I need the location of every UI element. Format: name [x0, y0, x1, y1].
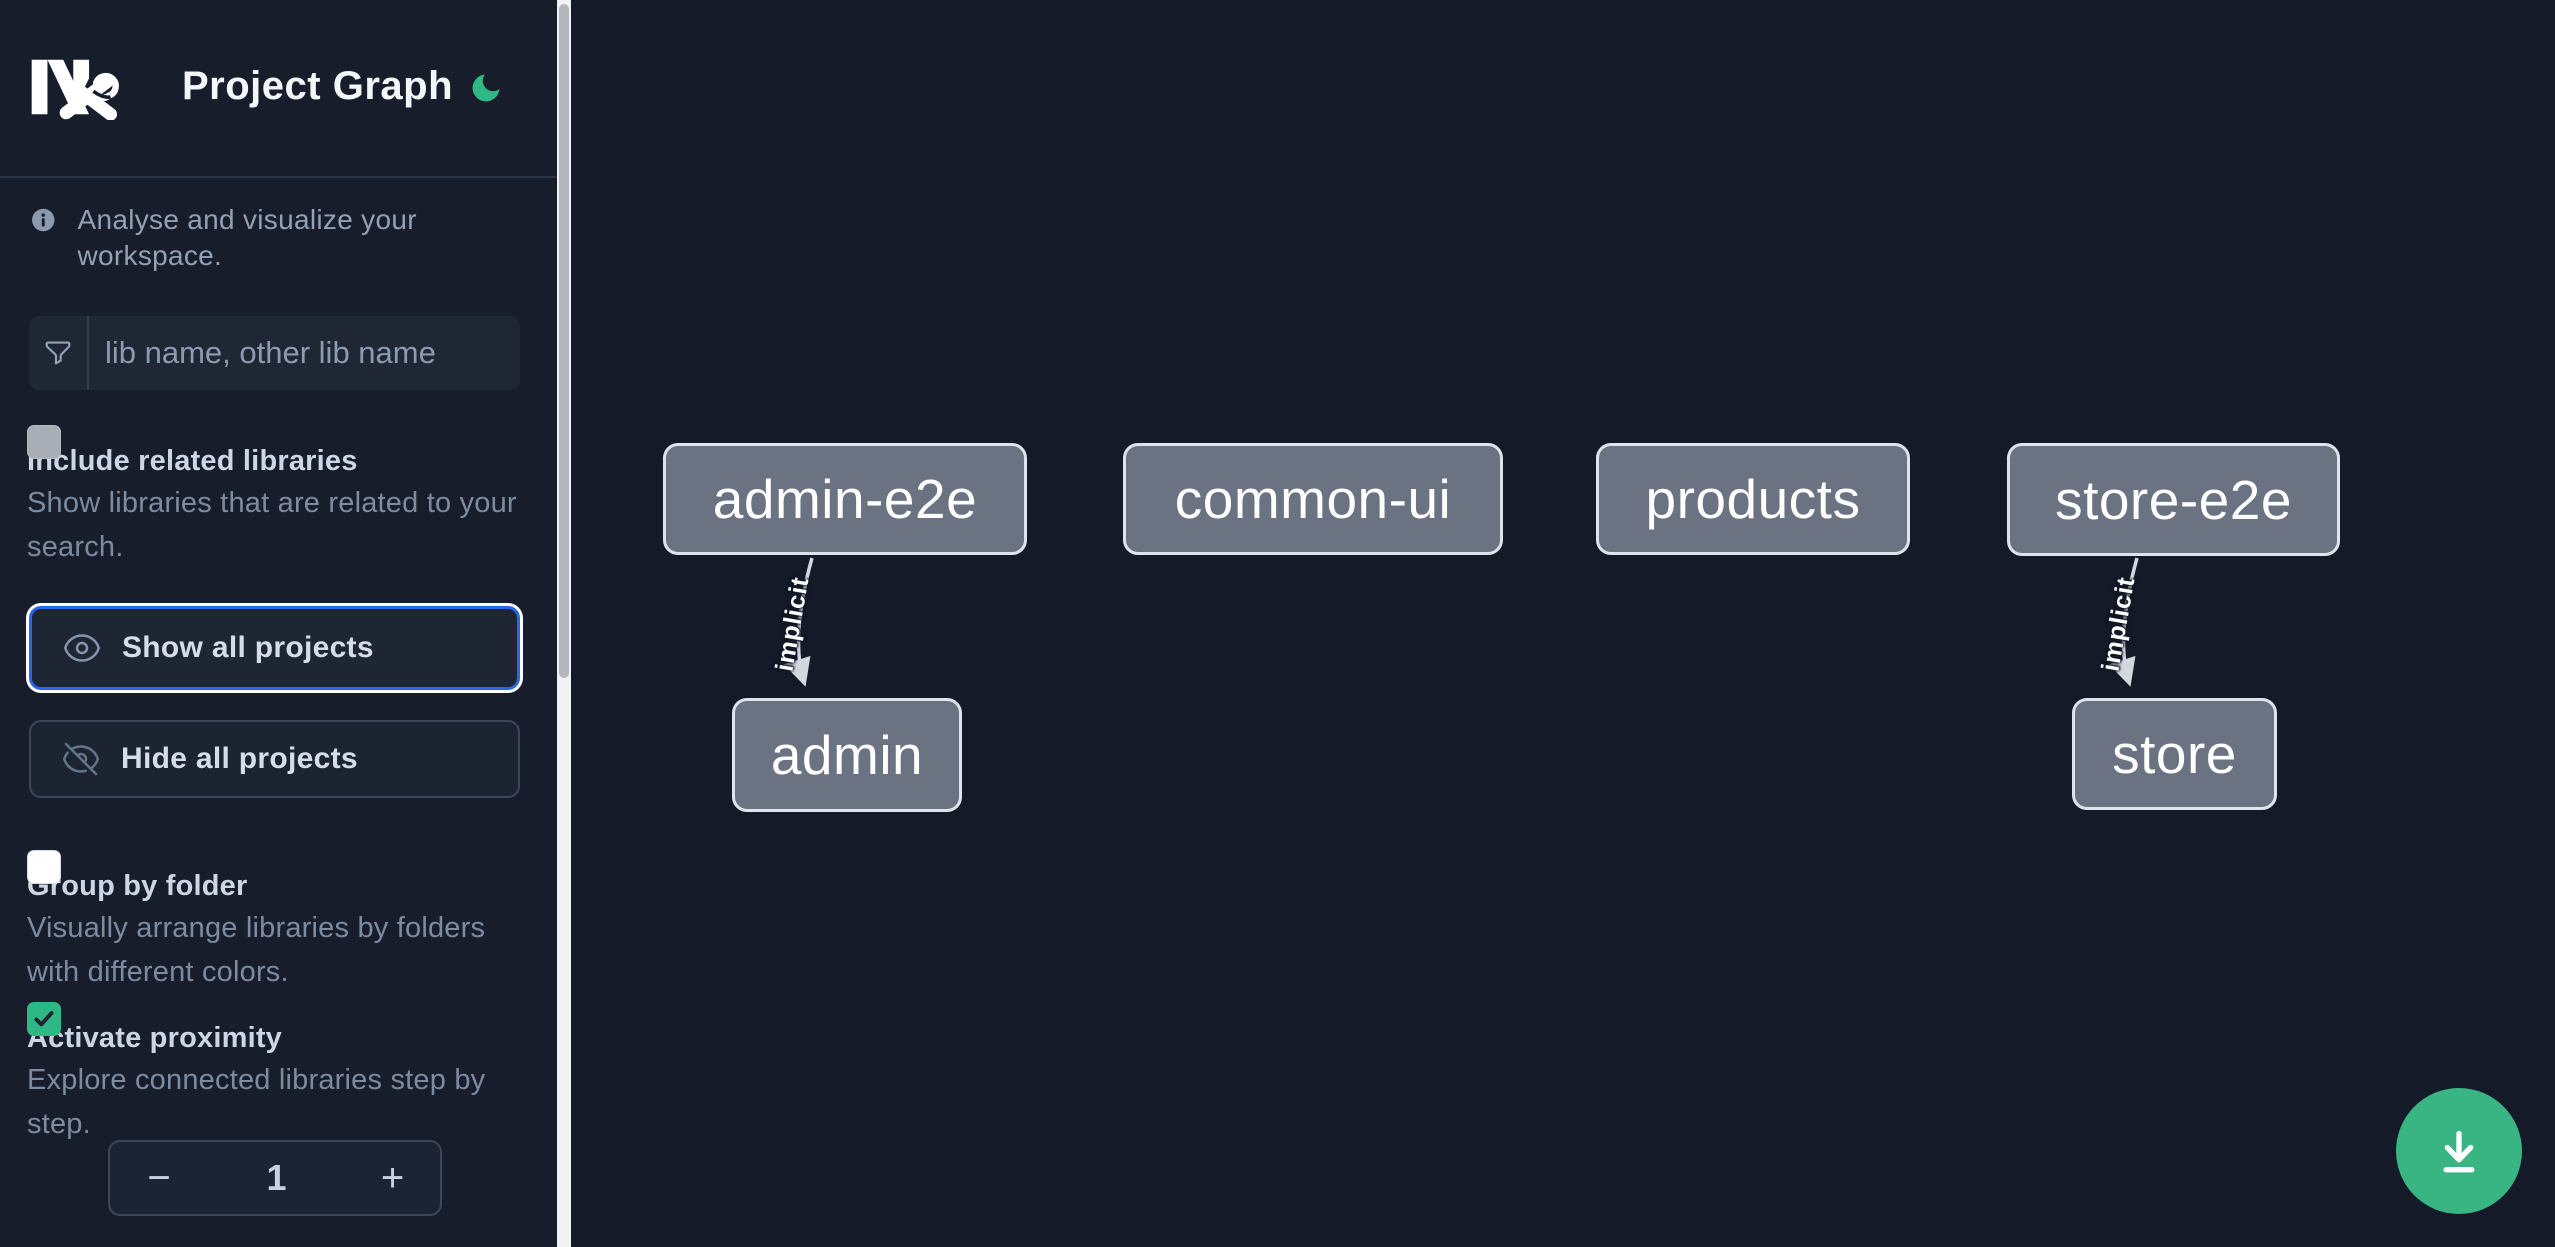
search-input[interactable] [89, 316, 520, 390]
show-all-projects-button[interactable]: Show all projects [29, 606, 520, 690]
node-store[interactable]: store [2072, 698, 2277, 810]
option-description: Show libraries that are related to your … [27, 487, 517, 563]
node-products[interactable]: products [1596, 443, 1910, 555]
option-description: Visually arrange libraries by folders wi… [27, 912, 486, 988]
download-image-button[interactable] [2396, 1088, 2522, 1214]
option-label: Activate proximity [27, 1022, 283, 1054]
tagline-text: Analyse and visualize your workspace. [77, 204, 417, 271]
proximity-depth-stepper: − 1 + [108, 1140, 442, 1216]
increment-button[interactable]: + [345, 1142, 440, 1214]
graph-edges [783, 557, 2139, 687]
include-related-checkbox[interactable] [27, 425, 61, 459]
option-description: Explore connected libraries step by step… [27, 1064, 486, 1140]
funnel-icon [29, 316, 89, 390]
show-all-label: Show all projects [122, 631, 374, 664]
theme-toggle-moon-icon[interactable] [468, 70, 504, 106]
edge-store-e2e-to-store[interactable] [2108, 557, 2139, 687]
option-label: Group by folder [27, 870, 248, 902]
stepper-value: 1 [266, 1157, 287, 1198]
sidebar-header: Project Graph [0, 0, 557, 176]
sidebar-scrollbar-thumb[interactable] [559, 4, 569, 678]
node-admin[interactable]: admin [732, 698, 962, 812]
header-divider [0, 176, 557, 178]
option-label: Include related libraries [27, 445, 358, 477]
option-include-related-libraries: Include related libraries Show libraries… [27, 423, 532, 569]
tagline: Analyse and visualize your workspace. [31, 202, 541, 274]
search-box [29, 316, 520, 390]
nx-logo [31, 59, 119, 120]
decrement-button[interactable]: − [110, 1142, 208, 1214]
group-by-folder-checkbox[interactable] [27, 850, 61, 884]
page-title: Project Graph [182, 64, 454, 108]
sidebar: Project Graph Analyse and visualize your… [0, 0, 571, 1247]
node-store-e2e[interactable]: store-e2e [2007, 443, 2340, 556]
eye-slash-icon [61, 739, 101, 779]
node-admin-e2e[interactable]: admin-e2e [663, 443, 1027, 555]
option-group-by-folder: Group by folder Visually arrange librari… [27, 848, 532, 994]
checkmark-icon [34, 1011, 54, 1027]
info-icon [32, 208, 55, 232]
hide-all-projects-button[interactable]: Hide all projects [29, 720, 520, 798]
edge-admin-e2e-to-admin[interactable] [783, 557, 814, 687]
download-icon [2443, 1130, 2475, 1173]
sidebar-scrollbar-track[interactable] [557, 0, 571, 1247]
eye-icon [62, 628, 102, 668]
hide-all-label: Hide all projects [121, 742, 358, 775]
graph-canvas[interactable]: implicit implicit admin-e2e common-ui pr… [571, 0, 2555, 1247]
option-activate-proximity: Activate proximity Explore connected lib… [27, 1000, 532, 1146]
activate-proximity-checkbox[interactable] [27, 1002, 61, 1036]
node-common-ui[interactable]: common-ui [1123, 443, 1503, 555]
